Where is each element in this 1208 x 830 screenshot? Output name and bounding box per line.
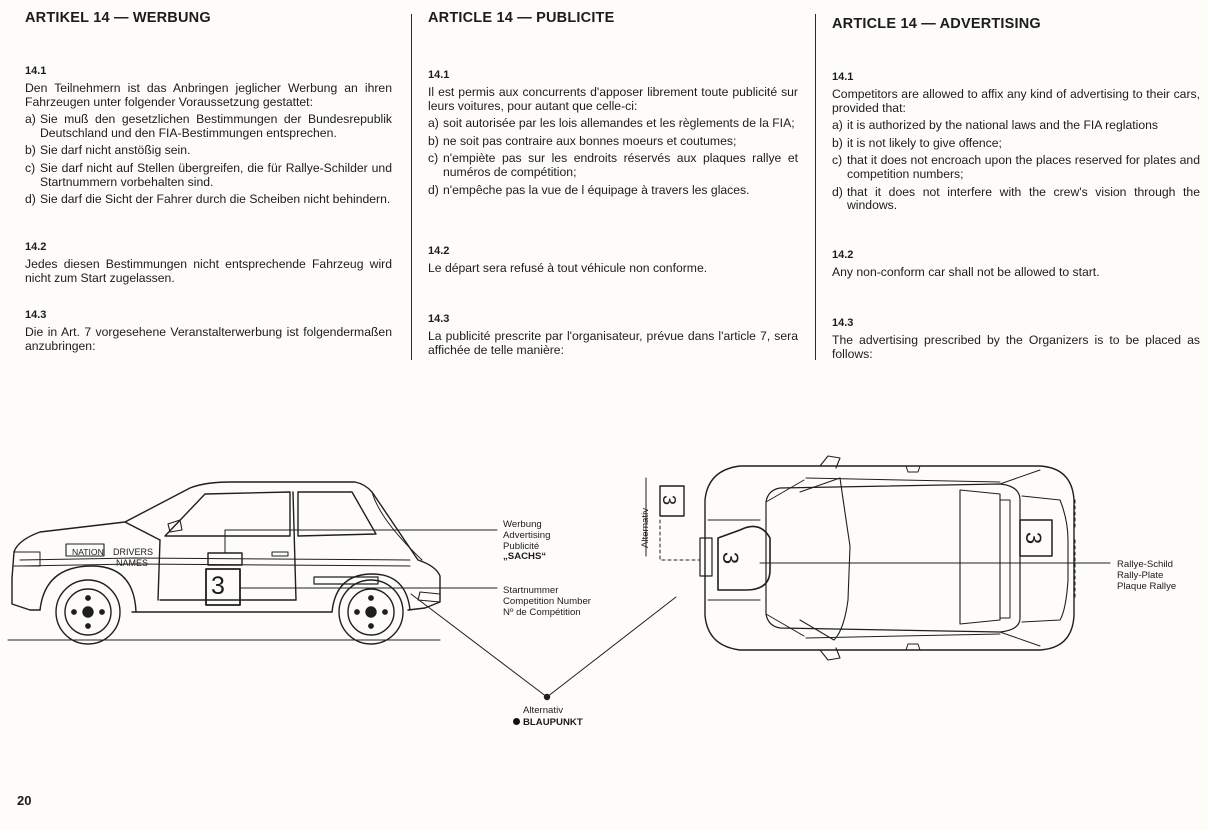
front-wheel: [55, 579, 121, 645]
condition-list: a)it is authorized by the national laws …: [832, 118, 1200, 213]
rear-wheel-arch: [331, 573, 411, 613]
alt-number: 3: [659, 494, 680, 506]
section-number: 14.3: [832, 317, 854, 329]
section-number: 14.3: [428, 313, 450, 325]
front-wheel-arch: [39, 565, 137, 613]
list-item: b)ne soit pas contraire aux bonnes moeur…: [428, 133, 737, 148]
list-item: c)n'empiète pas sur les endroits réservé…: [428, 151, 798, 179]
section-14-3-german: 14.3 Die in Art. 7 vorgesehene Veranstal…: [25, 308, 392, 353]
side-body-top: [11, 481, 441, 611]
side-number: 3: [211, 572, 225, 600]
list-item: a)soit autorisée par les lois allemandes…: [428, 116, 795, 131]
top-body: [704, 465, 1075, 651]
column-divider-right: [815, 14, 816, 360]
section-text: Die in Art. 7 vorgesehene Veranstalterwe…: [25, 325, 392, 353]
section-14-3-french: 14.3 La publicité prescrite par l'organi…: [428, 312, 798, 357]
section-number: 14.3: [25, 309, 47, 321]
section-14-1-german: 14.1 Den Teilnehmern ist das Anbringen j…: [25, 64, 392, 211]
bullet-icon: [513, 718, 520, 725]
section-14-2-english: 14.2 Any non-conform car shall not be al…: [832, 248, 1200, 280]
front-door-edge: [157, 539, 161, 601]
list-item: b)it is not likely to give offence;: [832, 135, 1002, 150]
list-item: c)Sie darf nicht auf Stellen übergreifen…: [25, 160, 392, 189]
list-item: a)Sie muß den gesetzlichen Bestimmungen …: [25, 112, 392, 140]
side-front-bumper: [11, 577, 41, 611]
blaupunkt-anchor-dot: [543, 693, 551, 701]
section-14-2-french: 14.2 Le départ sera refusé à tout véhicu…: [428, 244, 798, 276]
column-french: ARTICLE 14 — PUBLICITE 14.1 Il est permi…: [428, 8, 798, 356]
section-number: 14.1: [428, 69, 450, 81]
callout-advertising: Werbung Advertising Publicité „SACHS“: [503, 519, 551, 563]
rear-number: 3: [1021, 531, 1047, 545]
column-english: ARTICLE 14 — ADVERTISING 14.1 Competitor…: [832, 8, 1200, 360]
section-text: La publicité prescrite par l'organisateu…: [428, 329, 798, 357]
section-14-3-english: 14.3 The advertising prescribed by the O…: [832, 316, 1200, 361]
heading-english: ARTICLE 14 — ADVERTISING: [832, 16, 1041, 32]
page-number: 20: [17, 793, 32, 808]
top-ad-strip: [699, 537, 713, 577]
section-text: Any non-conform car shall not be allowed…: [832, 265, 1100, 279]
nation-label: NATION: [72, 547, 104, 557]
section-intro: Den Teilnehmern ist das Anbringen jeglic…: [25, 81, 392, 109]
names-label: NAMES: [116, 558, 149, 568]
heading-german: ARTIKEL 14 — WERBUNG: [25, 10, 211, 26]
column-german: ARTIKEL 14 — WERBUNG 14.1 Den Teilnehmer…: [25, 8, 392, 352]
list-item: b)Sie darf nicht anstößig sein.: [25, 143, 191, 158]
top-view-car: [704, 455, 1075, 661]
section-intro: Il est permis aux concurrents d'apposer …: [428, 85, 798, 113]
section-number: 14.2: [428, 245, 450, 257]
callout-rally-plate: Rallye-Schild Rally-Plate Plaque Rallye: [1117, 559, 1177, 592]
drivers-label: DRIVERS: [113, 547, 154, 557]
side-view-car: [11, 481, 441, 645]
rear-wheel: [338, 579, 404, 645]
section-number: 14.1: [25, 65, 47, 77]
list-item: a)it is authorized by the national laws …: [832, 118, 1158, 133]
section-14-2-german: 14.2 Jedes diesen Bestimmungen nicht ent…: [25, 240, 392, 285]
condition-list: a)soit autorisée par les lois allemandes…: [428, 116, 798, 197]
section-14-1-english: 14.1 Competitors are allowed to affix an…: [832, 70, 1200, 217]
section-number: 14.1: [832, 71, 854, 83]
windshield-base: [124, 521, 161, 541]
alternativ-label: Alternativ: [523, 705, 563, 716]
section-text: The advertising prescribed by the Organi…: [832, 333, 1200, 361]
side-ad-strip: [207, 552, 243, 566]
column-divider-left: [411, 14, 412, 360]
list-item: d)Sie darf die Sicht der Fahrer durch di…: [25, 192, 391, 207]
section-text: Le départ sera refusé à tout véhicule no…: [428, 261, 708, 275]
blaupunkt-label: BLAUPUNKT: [523, 717, 583, 728]
alternativ-vertical-label: Alternativ: [640, 508, 651, 548]
list-item: c)that it does not encroach upon the pla…: [832, 153, 1200, 181]
section-number: 14.2: [832, 249, 854, 261]
heading-french: ARTICLE 14 — PUBLICITE: [428, 10, 615, 26]
list-item: d)n'empêche pas la vue de l équipage à t…: [428, 182, 750, 197]
callout-start-number: Startnummer Competition Number Nº de Com…: [503, 585, 591, 618]
side-front-window: [164, 491, 291, 537]
top-plate-number: 3: [718, 551, 744, 565]
callout-blaupunkt: Alternativ BLAUPUNKT: [513, 705, 583, 729]
section-number: 14.2: [25, 241, 47, 253]
condition-list: a)Sie muß den gesetzlichen Bestimmungen …: [25, 112, 392, 207]
section-text: Jedes diesen Bestimmungen nicht entsprec…: [25, 257, 392, 285]
section-14-1-french: 14.1 Il est permis aux concurrents d'app…: [428, 68, 798, 201]
b-pillar: [292, 491, 297, 601]
section-intro: Competitors are allowed to affix any kin…: [832, 87, 1200, 115]
side-rear-window: [297, 491, 377, 537]
list-item: d)that it does not interfere with the cr…: [832, 184, 1200, 213]
